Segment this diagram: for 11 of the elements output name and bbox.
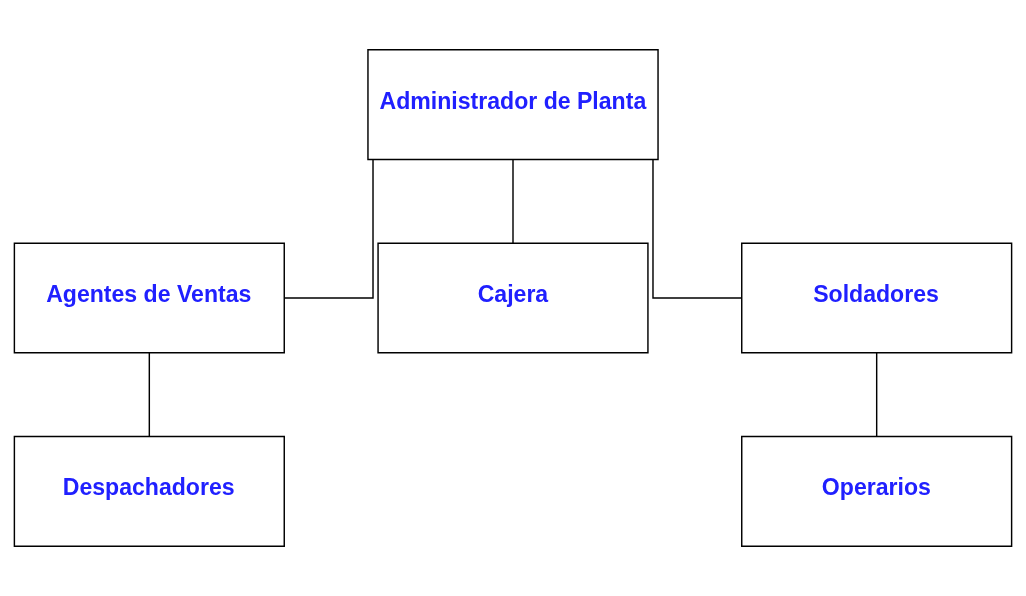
connector: [283, 158, 374, 299]
node-box: Cajera: [377, 242, 649, 354]
node-box: Operarios: [741, 435, 1013, 547]
connector: [512, 158, 514, 244]
node-box: Administrador de Planta: [367, 49, 659, 161]
node-box: Soldadores: [741, 242, 1013, 354]
connector: [652, 158, 743, 299]
connector: [148, 352, 151, 438]
node-box: Agentes de Ventas: [13, 242, 285, 354]
node-box: Despachadores: [13, 435, 285, 547]
connector: [875, 352, 878, 438]
